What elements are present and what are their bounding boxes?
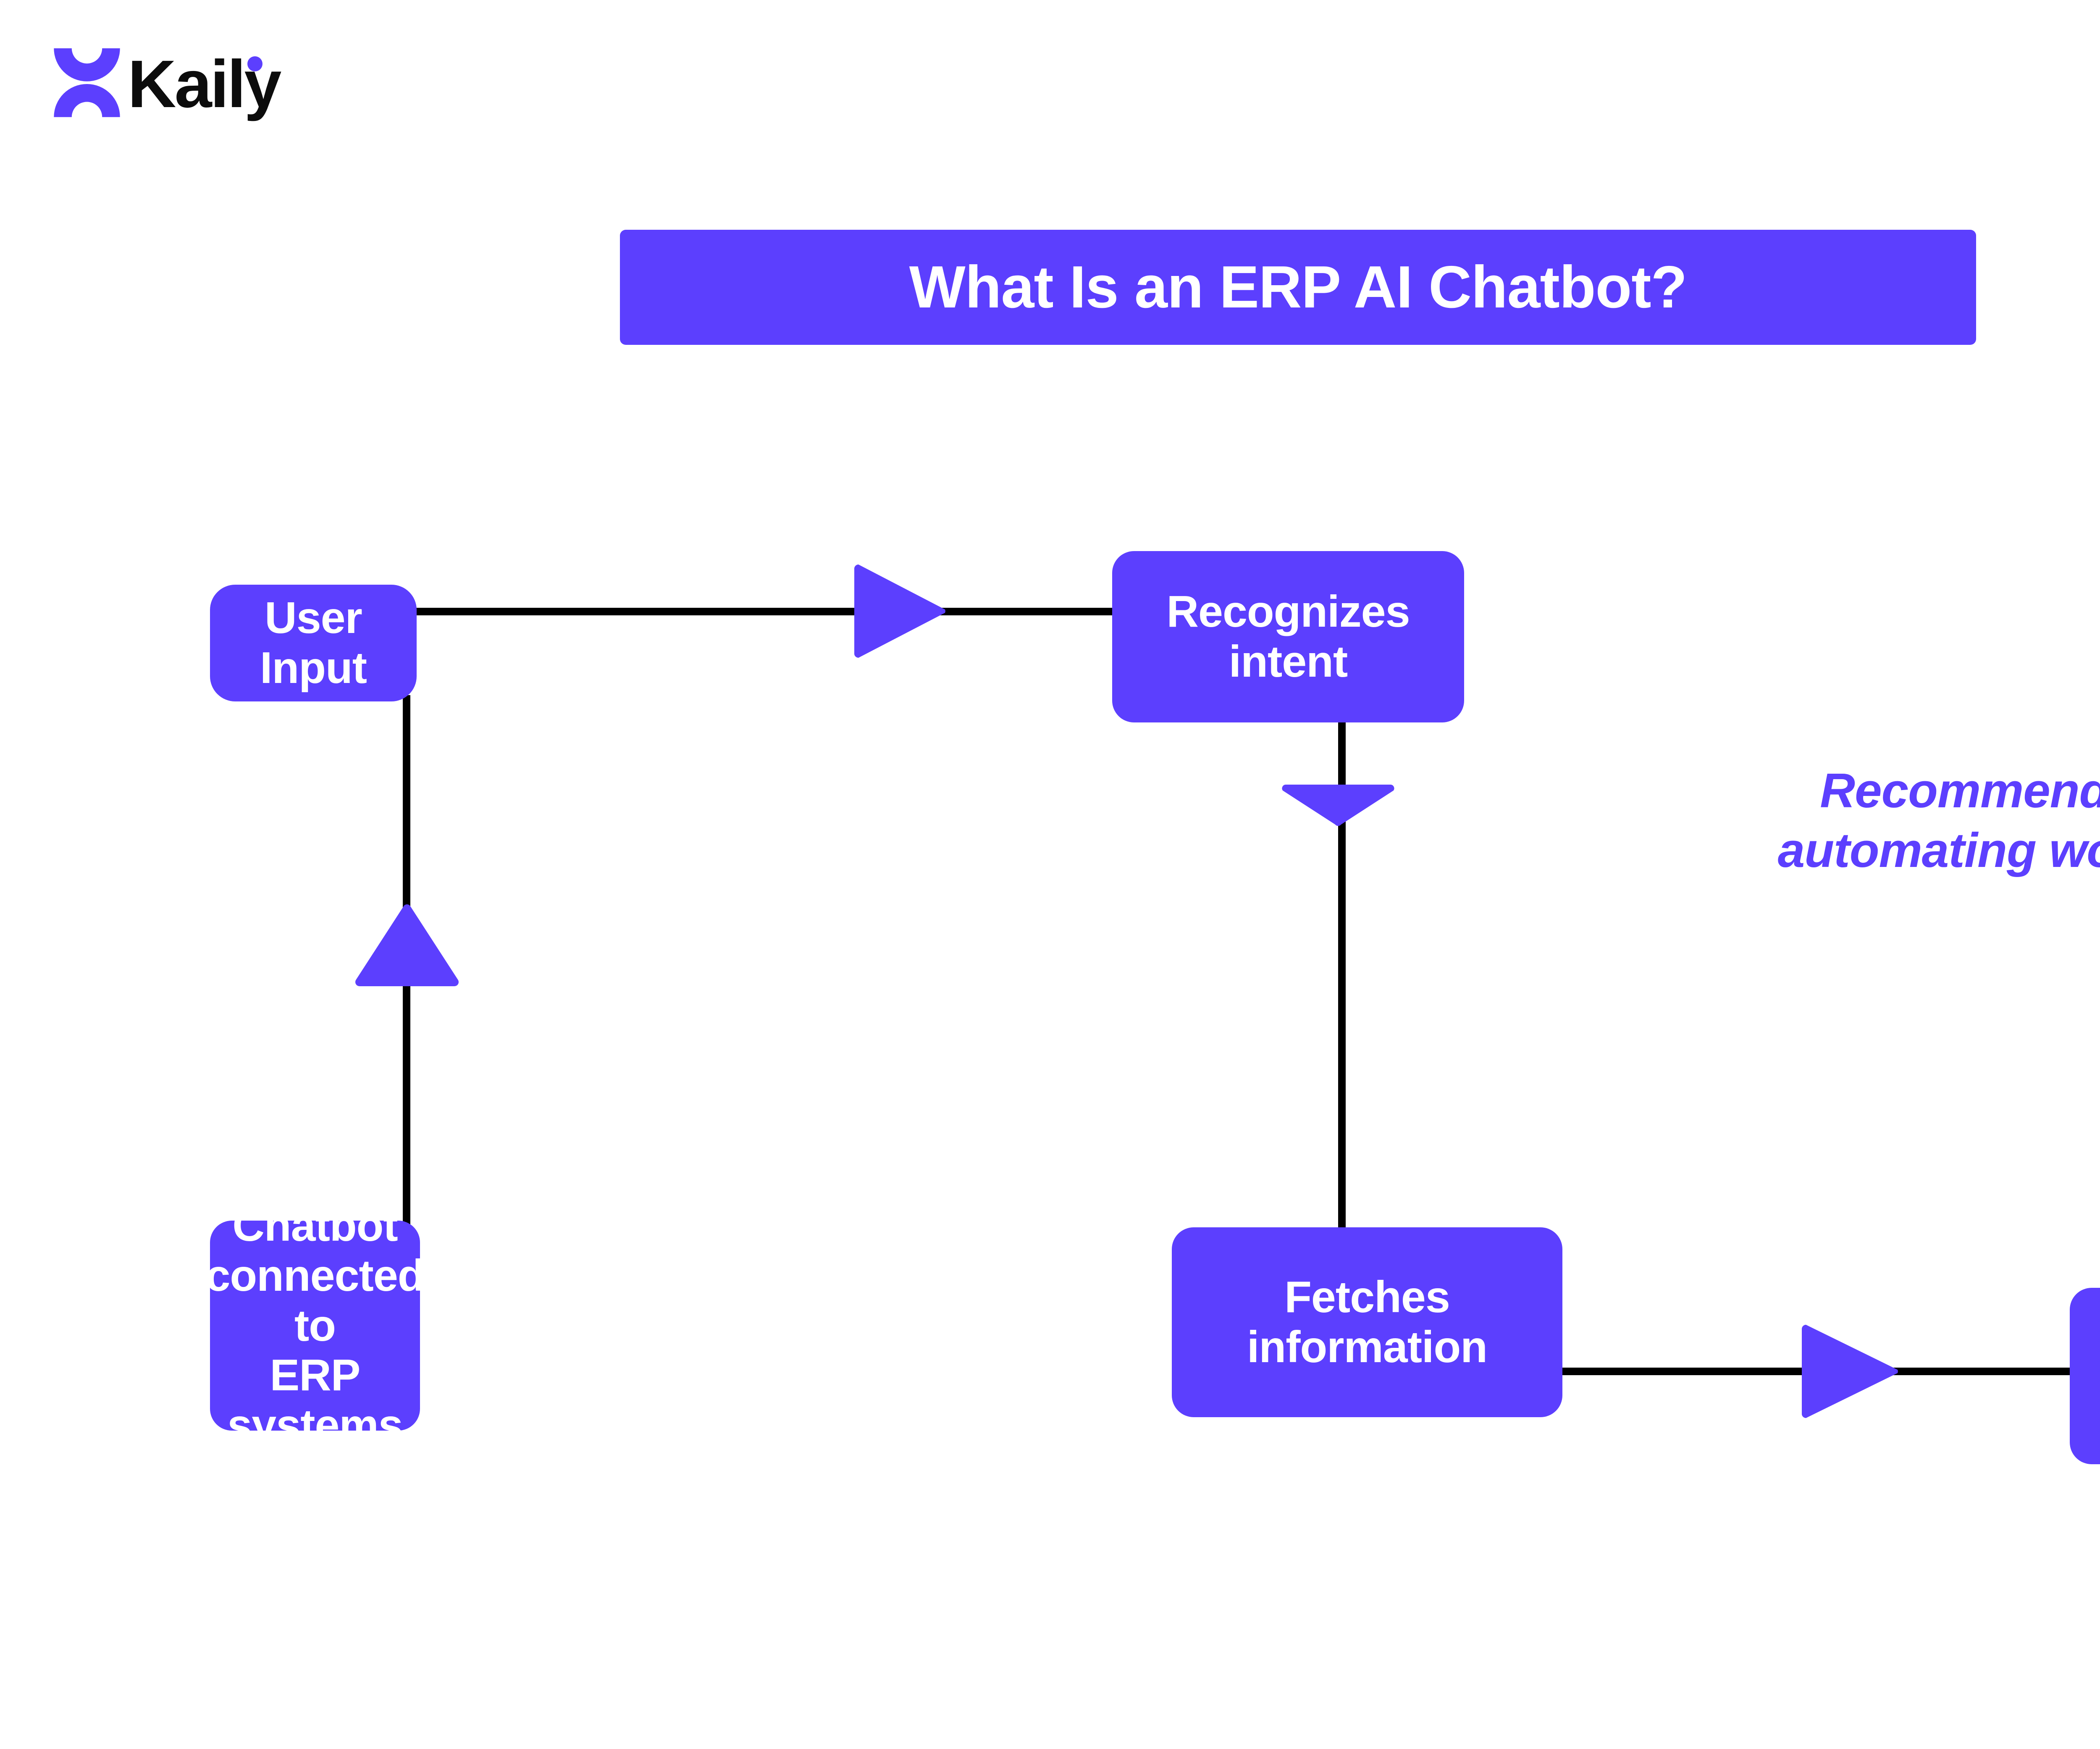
connector-recognizes-intent-to-fetches-information (1338, 719, 1346, 1229)
title-banner: What Is an ERP AI Chatbot? (620, 230, 1976, 345)
arrow-right-icon (854, 559, 949, 664)
kaily-x-logo-icon (54, 48, 120, 117)
brand-wordmark: Kaily (128, 50, 281, 118)
brand-dot-icon (247, 56, 262, 71)
brand-logo: Kaily (54, 42, 314, 126)
flow-node-user-input[interactable]: User Input (210, 585, 417, 701)
flow-node-recognizes-intent[interactable]: Recognizes intent (1112, 551, 1464, 722)
flow-node-label: Chatbot connected to ERP systems (205, 1201, 425, 1450)
arrow-up-icon (355, 903, 459, 987)
arrow-right-icon (1802, 1320, 1902, 1423)
flow-node-fetches-information[interactable]: Fetches information (1172, 1227, 1562, 1417)
page-title: What Is an ERP AI Chatbot? (909, 254, 1688, 320)
flow-node-generates-response[interactable]: Generates response (2070, 1288, 2100, 1464)
arrow-down-icon (1282, 785, 1394, 827)
flow-node-label: Recognizes intent (1166, 587, 1410, 686)
connector-user-input-to-recognizes-intent (412, 608, 1117, 615)
flow-node-label: User Input (260, 593, 367, 693)
flow-node-label: Fetches information (1247, 1272, 1488, 1372)
flow-node-chatbot-erp[interactable]: Chatbot connected to ERP systems (205, 1201, 425, 1450)
annotation-recommended: Recommended for automating workflows (1777, 763, 2100, 877)
